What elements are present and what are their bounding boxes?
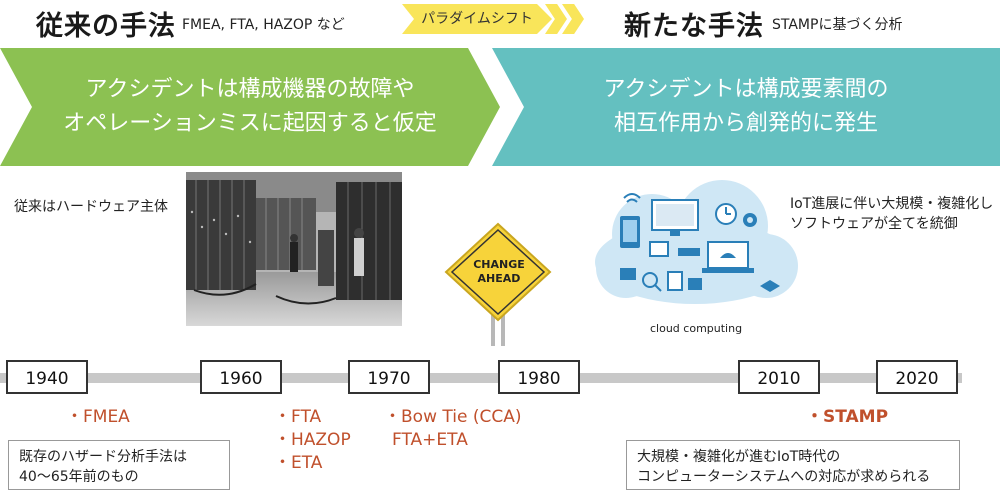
iot-box-line1: 大規模・複雑化が進むIoT時代の xyxy=(637,449,841,465)
methods-1960-group: ・FTA ・HAZOP ・ETA xyxy=(274,406,351,475)
year-2020: 2020 xyxy=(876,360,958,394)
methods-1970-group: ・Bow Tie (CCA) FTA+ETA xyxy=(384,406,521,452)
traditional-methods-subtitle: FMEA, FTA, HAZOP など xyxy=(182,17,345,33)
year-2010: 2010 xyxy=(738,360,820,394)
method-fta: ・FTA xyxy=(274,407,322,427)
iot-requirement-box: 大規模・複雑化が進むIoT時代の コンピューターシステムへの対応が求められる xyxy=(626,440,960,490)
banner-left-line2: オペレーションミスに起因すると仮定 xyxy=(63,111,437,136)
year-1940: 1940 xyxy=(6,360,88,394)
legacy-box-line2: 40～65年前のもの xyxy=(19,469,139,485)
hardware-note: 従来はハードウェア主体 xyxy=(14,199,168,215)
year-1960: 1960 xyxy=(200,360,282,394)
new-methods-subtitle: STAMPに基づく分析 xyxy=(772,17,903,33)
new-methods-title: 新たな手法 xyxy=(624,11,764,42)
chevron-right-icon xyxy=(562,4,584,34)
new-assumption-banner: アクシデントは構成要素間の 相互作用から創発的に発生 xyxy=(492,48,1000,166)
sign-text-line2: AHEAD xyxy=(477,272,521,285)
banner-right-line2: 相互作用から創発的に発生 xyxy=(613,111,878,136)
sign-text-line1: CHANGE xyxy=(473,258,525,271)
iot-note-line1: IoT進展に伴い大規模・複雑化し xyxy=(790,196,994,212)
change-ahead-sign xyxy=(444,222,554,346)
iot-note-line2: ソフトウェアが全てを統御 xyxy=(790,216,958,232)
iot-box-line2: コンピューターシステムへの対応が求められる xyxy=(637,469,931,485)
paradigm-shift-arrow: パラダイムシフト xyxy=(402,4,552,34)
method-fta-eta: FTA+ETA xyxy=(392,430,468,450)
traditional-methods-title: 従来の手法 xyxy=(36,11,176,42)
year-1980: 1980 xyxy=(498,360,580,394)
banner-left-line1: アクシデントは構成機器の故障や xyxy=(85,77,415,102)
iot-note: IoT進展に伴い大規模・複雑化し ソフトウェアが全てを統御 xyxy=(790,194,993,234)
method-hazop: ・HAZOP xyxy=(274,430,351,450)
method-eta: ・ETA xyxy=(274,453,323,473)
method-stamp: ・STAMP xyxy=(806,407,889,427)
early-computer-photo xyxy=(186,172,402,326)
legacy-box-line1: 既存のハザード分析手法は xyxy=(19,449,187,465)
traditional-assumption-banner: アクシデントは構成機器の故障や オペレーションミスに起因すると仮定 xyxy=(0,48,500,166)
legacy-methods-box: 既存のハザード分析手法は 40～65年前のもの xyxy=(8,440,230,490)
cloud-computing-caption: cloud computing xyxy=(650,322,743,335)
banner-right-line1: アクシデントは構成要素間の xyxy=(603,77,889,102)
cloud-computing-illustration xyxy=(590,176,800,322)
paradigm-shift-label: パラダイムシフト xyxy=(421,11,533,27)
sign-text: CHANGE AHEAD xyxy=(444,258,554,286)
chevron-right-icon xyxy=(545,4,567,34)
method-bowtie: ・Bow Tie (CCA) xyxy=(384,407,522,427)
year-1970: 1970 xyxy=(348,360,430,394)
method-fmea: ・FMEA xyxy=(66,407,130,427)
timeline-bar xyxy=(0,373,962,383)
